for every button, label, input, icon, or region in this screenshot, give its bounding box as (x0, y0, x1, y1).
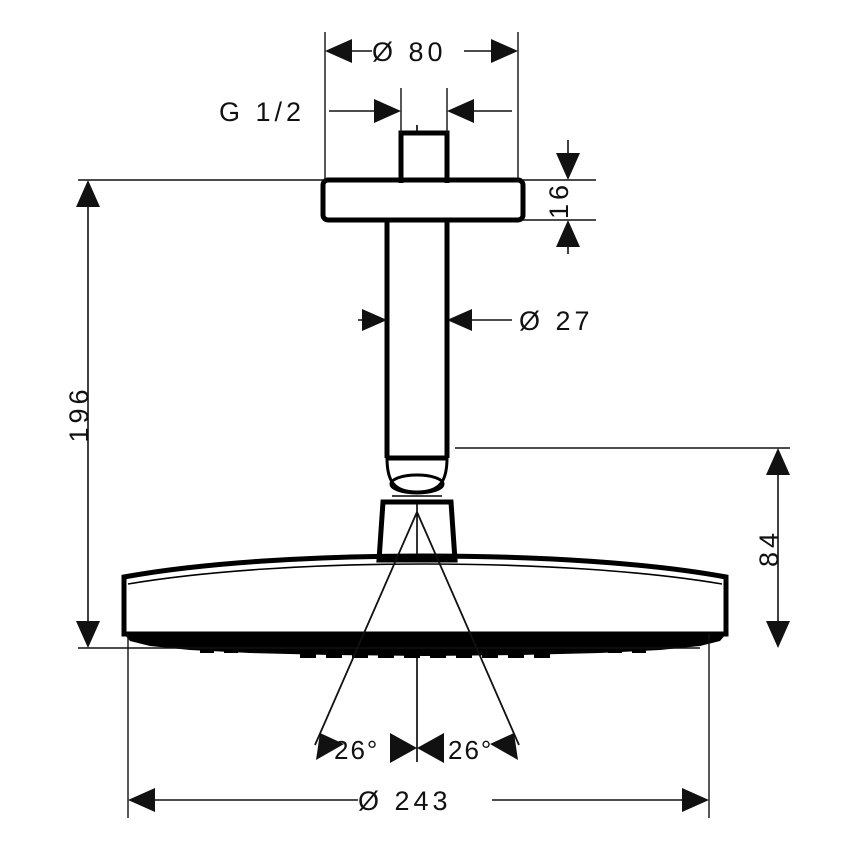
angle-right-arrow (490, 733, 518, 760)
h196-label: 196 (64, 385, 94, 442)
angle-centre-arrow-right (417, 733, 444, 763)
nozzle-hole-rows (150, 633, 702, 658)
spray-cone-lines (314, 511, 520, 746)
dia27-arrow-right (447, 309, 472, 331)
dia243-label: Ø 243 (358, 786, 452, 816)
dimension-dia243: Ø 243 (127, 634, 710, 818)
h16-arrow-top (556, 153, 580, 180)
dia27-label: Ø 27 (519, 306, 594, 336)
angle-left-label: 26° (334, 735, 379, 765)
dimension-h84: 84 (455, 447, 790, 648)
h16-arrow-bottom (556, 220, 580, 247)
angle-right-label: 26° (448, 735, 493, 765)
ball-joint-ring (389, 473, 445, 495)
dia80-arrow-right (491, 39, 518, 63)
dimension-h16: 16 (523, 140, 596, 254)
ceiling-flange-plate (320, 177, 526, 223)
dia80-label: Ø 80 (372, 37, 447, 67)
h196-arrow-top (76, 180, 100, 207)
angle-left-arrow (316, 733, 344, 760)
angle-centre-arrow-left (390, 733, 417, 763)
dimension-spray-angles: 26° 26° (316, 733, 518, 765)
h84-arrow-top (766, 448, 790, 475)
dia243-arrow-right (682, 788, 709, 812)
spray-cone-left (314, 511, 418, 746)
h84-arrow-bottom (766, 621, 790, 648)
dia243-arrow-left (128, 788, 155, 812)
dimension-h196: 196 (64, 179, 700, 649)
g12-label: G 1/2 (219, 97, 305, 127)
g12-arrow-left (374, 99, 401, 123)
g12-arrow-right (447, 99, 474, 123)
dia27-arrow-left (362, 309, 387, 331)
dimension-g12: G 1/2 (219, 88, 512, 133)
h84-label: 84 (754, 529, 784, 567)
h196-arrow-bottom (76, 621, 100, 648)
spray-cone-right (416, 511, 520, 746)
product-geometry (121, 130, 729, 658)
g12-thread-nipple (398, 130, 450, 183)
h16-label: 16 (544, 181, 574, 219)
dimension-dia27: Ø 27 (358, 306, 594, 336)
shower-head-top-highlight (127, 563, 723, 585)
shower-head-body (121, 553, 729, 637)
dia80-arrow-left (325, 39, 352, 63)
dimension-dia80: Ø 80 (324, 32, 519, 182)
